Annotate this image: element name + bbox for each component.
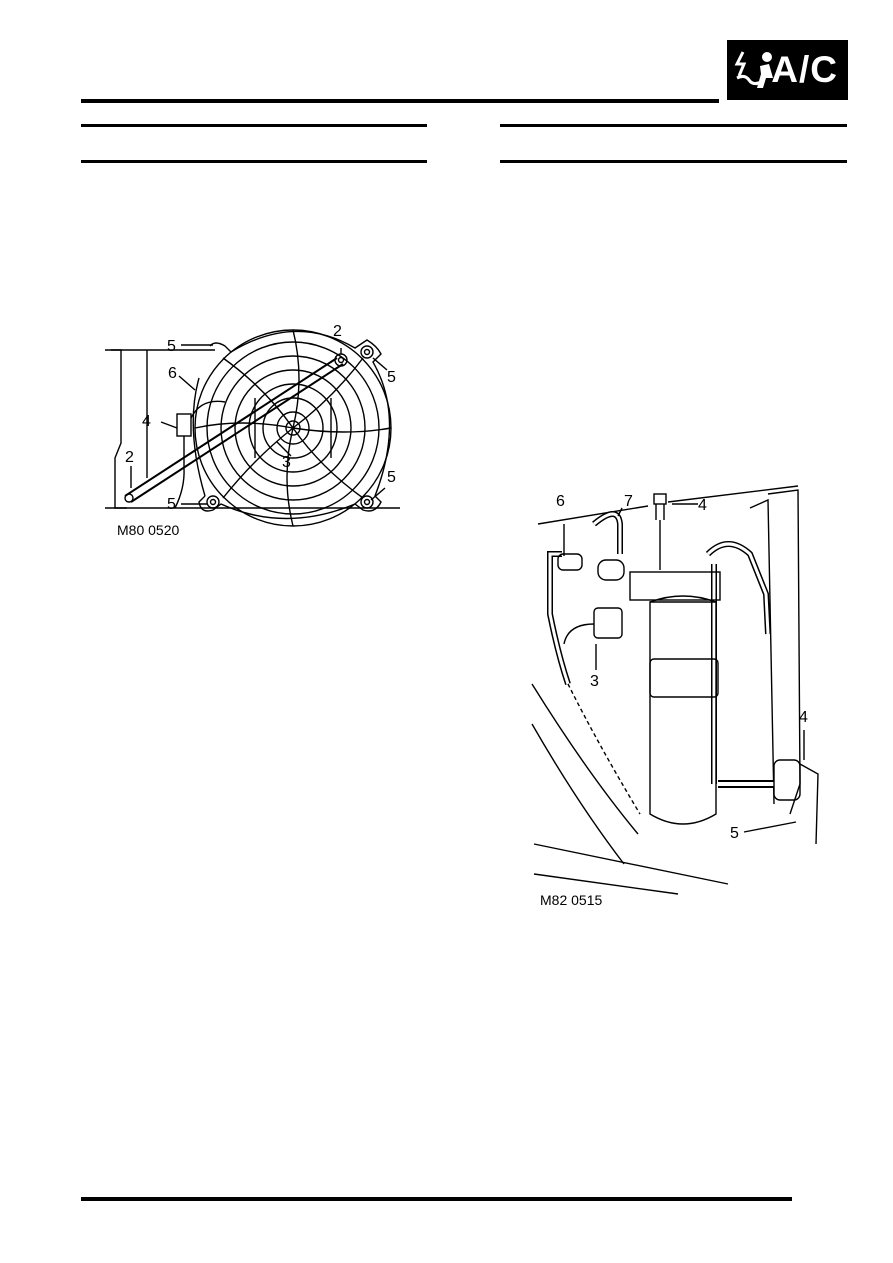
callout-2: 2 [125, 449, 134, 466]
footer-rule [81, 1197, 792, 1201]
callout-5: 5 [167, 338, 176, 355]
callout-4: 4 [142, 413, 151, 430]
callout-3: 3 [282, 454, 291, 471]
callout-4: 4 [799, 709, 808, 726]
callout-2: 2 [333, 323, 342, 340]
callout-5: 5 [387, 369, 396, 386]
section-badge: A/C [727, 40, 848, 100]
callout-7: 7 [624, 493, 633, 510]
callout-3: 3 [590, 673, 599, 690]
callout-5: 5 [167, 496, 176, 513]
callout-6: 6 [556, 493, 565, 510]
right-title-rule-top [500, 124, 847, 127]
badge-label: A/C [771, 49, 838, 90]
right-title-rule-bottom [500, 160, 847, 163]
ac-refrigerant-icon [734, 51, 773, 88]
figure-condenser-fan: 5 2 6 5 4 2 3 5 5 [105, 323, 400, 527]
callout-5: 5 [387, 469, 396, 486]
header-rule [81, 99, 719, 103]
left-title-rule-top [81, 124, 427, 127]
left-title-rule-bottom [81, 160, 427, 163]
callout-5: 5 [730, 825, 739, 842]
figure-receiver-drier: 6 7 4 3 4 5 [531, 485, 819, 895]
callout-4: 4 [698, 497, 707, 514]
figure-left-id: M80 0520 [117, 522, 180, 538]
figure-right-id: M82 0515 [540, 892, 603, 908]
callout-6: 6 [168, 365, 177, 382]
